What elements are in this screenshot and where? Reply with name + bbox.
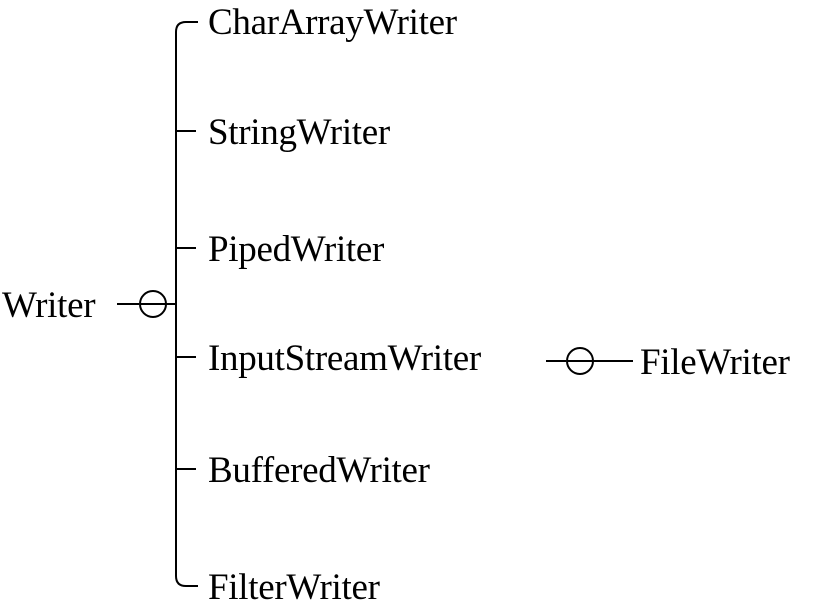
collapse-node-icon[interactable] (139, 290, 167, 318)
child-node-chararraywriter: CharArrayWriter (208, 2, 457, 43)
child-node-filterwriter: FilterWriter (208, 567, 380, 608)
collapse-node-icon[interactable] (566, 347, 594, 375)
child-node-bufferedwriter: BufferedWriter (208, 450, 430, 491)
grandchild-node-filewriter: FileWriter (640, 342, 790, 383)
children-bracket (175, 21, 187, 587)
child-node-inputstreamwriter: InputStreamWriter (208, 338, 481, 379)
root-node-writer: Writer (2, 285, 96, 326)
child-node-stringwriter: StringWriter (208, 112, 390, 153)
child-node-pipedwriter: PipedWriter (208, 229, 385, 270)
